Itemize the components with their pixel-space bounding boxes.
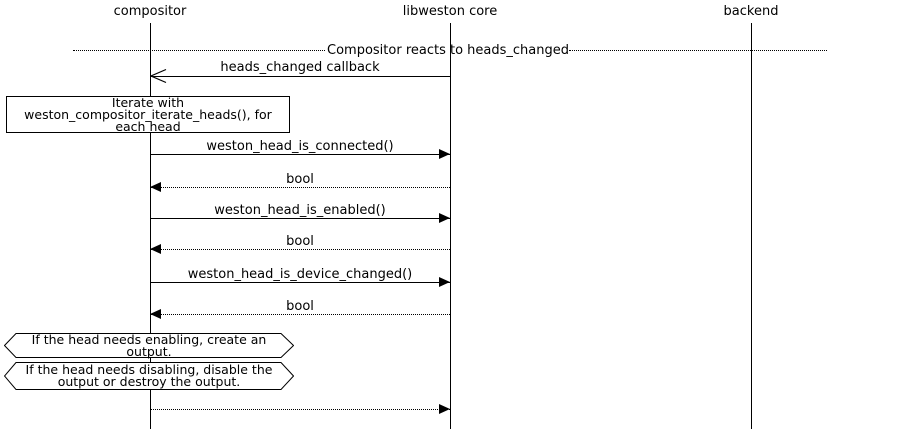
note-line: each head [115, 118, 181, 134]
filled-arrowhead-icon [439, 149, 450, 159]
message-label-bool: bool [286, 172, 314, 187]
message-label-bool: bool [286, 234, 314, 249]
condition-text-disable: If the head needs disabling, disable the… [4, 362, 294, 390]
message-label-bool: bool [286, 299, 314, 314]
message-line [150, 218, 450, 219]
condition-line: If the head needs enabling, create an [31, 331, 267, 347]
condition-line: output or destroy the output. [57, 374, 241, 389]
participant-label-libweston-core: libweston core [402, 4, 498, 19]
lifeline-backend [751, 23, 752, 429]
divider-label: Compositor reacts to heads_changed [327, 43, 569, 58]
open-arrowhead-icon [150, 68, 167, 84]
message-label-head-is-device-changed: weston_head_is_device_changed() [187, 267, 413, 282]
lifeline-libweston-core [450, 23, 451, 429]
message-label-head-is-connected: weston_head_is_connected() [206, 139, 394, 154]
filled-arrowhead-icon [150, 244, 161, 254]
message-line [150, 154, 450, 155]
filled-arrowhead-icon [150, 309, 161, 319]
message-line [150, 314, 450, 315]
note-line: Iterate with [111, 94, 185, 110]
lifeline-compositor [150, 23, 151, 429]
participant-label-compositor: compositor [113, 4, 187, 19]
message-line [150, 249, 450, 250]
filled-arrowhead-icon [150, 182, 161, 192]
note-line: weston_compositor_iterate_heads(), for [24, 106, 272, 122]
participant-label-backend: backend [723, 4, 779, 19]
condition-box-enable [4, 333, 294, 358]
message-label-head-is-enabled: weston_head_is_enabled() [214, 203, 386, 218]
condition-box-disable [4, 362, 294, 390]
divider-line-right [569, 50, 827, 51]
message-line [150, 409, 450, 410]
filled-arrowhead-icon [439, 213, 450, 223]
message-line [150, 76, 450, 77]
condition-text-enable: If the head needs enabling, create an ou… [4, 333, 294, 358]
condition-line: output. [126, 343, 172, 359]
divider-line-left [73, 50, 325, 51]
filled-arrowhead-icon [439, 277, 450, 287]
message-line [150, 282, 450, 283]
message-label-heads-changed-callback: heads_changed callback [220, 60, 380, 75]
message-line [150, 187, 450, 188]
condition-line: If the head needs disabling, disable the [25, 362, 273, 377]
filled-arrowhead-icon [439, 404, 450, 414]
note-box: Iterate with weston_compositor_iterate_h… [6, 96, 290, 133]
